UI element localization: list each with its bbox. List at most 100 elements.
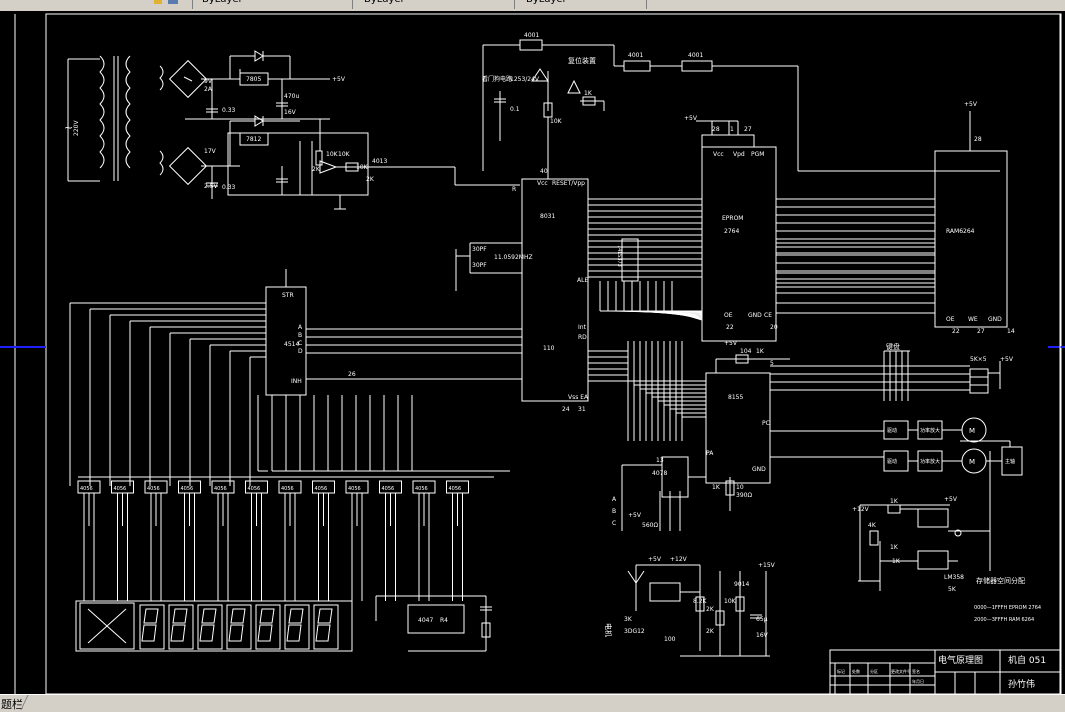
- svg-text:RD: RD: [578, 334, 587, 341]
- svg-text:STR: STR: [282, 292, 294, 299]
- svg-text:CE: CE: [764, 312, 772, 319]
- svg-text:2000—3FFFH RAM 6264: 2000—3FFFH RAM 6264: [974, 617, 1034, 623]
- color-combo[interactable]: ByLayer: [196, 0, 353, 9]
- svg-text:8031: 8031: [540, 213, 555, 220]
- svg-text:1K: 1K: [584, 90, 593, 97]
- svg-text:5: 5: [770, 360, 774, 367]
- svg-text:OE: OE: [724, 312, 733, 319]
- sensor-circuit: +5V +12V +15V 8.2K 2K 2K 10K 9014 3K 3DG…: [604, 556, 776, 657]
- motor-2: 驱动 功率放大 M 主轴: [770, 440, 1023, 476]
- svg-text:+5V: +5V: [684, 115, 698, 122]
- svg-text:INH: INH: [291, 378, 302, 385]
- svg-text:ALE: ALE: [577, 277, 588, 284]
- svg-text:签名: 签名: [912, 668, 920, 674]
- svg-text:看门狗电路: 看门狗电路: [482, 75, 512, 83]
- digit-cell: [139, 604, 165, 650]
- svg-text:390Ω: 390Ω: [736, 492, 752, 499]
- status-label: 题栏: [1, 698, 23, 711]
- svg-text:+12V: +12V: [852, 506, 870, 513]
- svg-text:RESET/Vpp: RESET/Vpp: [552, 180, 585, 187]
- svg-text:复位装置: 复位装置: [568, 56, 596, 65]
- svg-text:功率放大: 功率放大: [920, 458, 940, 465]
- svg-text:2A: 2A: [204, 86, 213, 93]
- layer-state-icon[interactable]: [146, 0, 193, 9]
- svg-text:+12V: +12V: [670, 556, 688, 563]
- svg-text:4078: 4078: [652, 470, 667, 477]
- svg-text:65μ: 65μ: [756, 616, 768, 623]
- display-frame: [79, 602, 135, 650]
- svg-text:Vcc: Vcc: [713, 151, 724, 158]
- svg-text:4001: 4001: [628, 52, 643, 59]
- svg-text:74LS373: 74LS373: [616, 245, 622, 267]
- driver-4514: STR 4514 A B C D INH 26: [265, 269, 522, 396]
- svg-text:28: 28: [712, 126, 720, 133]
- svg-text:存储器空间分配: 存储器空间分配: [976, 576, 1025, 585]
- svg-text:驱动: 驱动: [887, 427, 897, 434]
- svg-text:GND: GND: [748, 312, 762, 319]
- svg-text:GND: GND: [988, 316, 1002, 323]
- lineweight-combo[interactable]: ByLayer: [520, 0, 647, 9]
- svg-text:3DG12: 3DG12: [624, 628, 645, 635]
- svg-text:Vss EA: Vss EA: [568, 394, 589, 401]
- svg-text:7805: 7805: [246, 76, 261, 83]
- data-bus: [599, 242, 935, 321]
- svg-text:1: 1: [730, 126, 734, 133]
- buffer-label: 4056: [248, 486, 261, 492]
- mcu-8031: Vcc RESET/Vpp 8031 ALE Vss EA Int RD 40 …: [455, 168, 589, 413]
- svg-text:R: R: [512, 186, 516, 193]
- svg-text:+5V: +5V: [332, 76, 346, 83]
- svg-text:PC: PC: [762, 420, 770, 427]
- svg-text:10K: 10K: [326, 151, 339, 158]
- svg-text:PGM: PGM: [751, 151, 764, 158]
- buffer-label: 4056: [382, 486, 395, 492]
- svg-text:B: B: [298, 332, 302, 339]
- svg-text:+5V: +5V: [944, 496, 958, 503]
- svg-text:30PF: 30PF: [472, 246, 487, 253]
- svg-text:2K: 2K: [706, 606, 715, 613]
- buffer-label: 4056: [214, 486, 227, 492]
- svg-text:功率放大: 功率放大: [920, 427, 940, 434]
- svg-text:4001: 4001: [688, 52, 703, 59]
- svg-text:8155: 8155: [728, 394, 743, 401]
- io-8155: 8155 +5V 104 1K PA PC GND 5: [705, 340, 790, 484]
- opto-section: +12V +5V 1K 4K 1K 1K 5K LM358: [852, 451, 991, 593]
- drawing-canvas[interactable]: ~ 220V 7805 +5V 0.33 9V 2A 470u 16V: [0, 11, 1065, 694]
- seven-seg-display: [75, 600, 353, 652]
- sheet-border: [45, 13, 1062, 694]
- svg-text:+5V: +5V: [964, 101, 978, 108]
- svg-text:年月日: 年月日: [912, 678, 924, 684]
- svg-text:0.33: 0.33: [222, 184, 236, 191]
- svg-text:13: 13: [656, 457, 664, 464]
- svg-text:驱动: 驱动: [887, 458, 897, 465]
- sheet-number: 机自 051: [1008, 654, 1046, 666]
- svg-text:+5V: +5V: [724, 340, 738, 347]
- svg-text:2K: 2K: [312, 166, 321, 173]
- svg-text:4514: 4514: [284, 341, 299, 348]
- svg-text:470u: 470u: [284, 93, 299, 100]
- svg-text:C: C: [612, 520, 616, 527]
- svg-text:17V: 17V: [204, 148, 217, 155]
- latch-74ls373: 74LS373: [616, 238, 639, 282]
- buffer-label: 4056: [114, 486, 127, 492]
- svg-text:7812: 7812: [246, 136, 261, 143]
- svg-text:9014: 9014: [734, 581, 749, 588]
- address-bus: [588, 198, 935, 288]
- digit-cell: [284, 604, 310, 650]
- svg-text:14: 14: [1007, 328, 1015, 335]
- svg-text:~: ~: [64, 121, 73, 134]
- linetype-combo[interactable]: ByLayer: [358, 0, 515, 9]
- svg-text:560Ω: 560Ω: [642, 522, 658, 529]
- svg-text:5K×5: 5K×5: [970, 356, 987, 363]
- buffer-label: 4056: [147, 486, 160, 492]
- svg-text:2K: 2K: [366, 176, 375, 183]
- svg-text:4001: 4001: [524, 32, 539, 39]
- motor-1: 驱动 功率放大 M: [770, 417, 987, 443]
- svg-text:27: 27: [977, 328, 985, 335]
- svg-text:M: M: [969, 427, 975, 435]
- svg-text:M: M: [969, 458, 975, 466]
- svg-text:104: 104: [740, 348, 752, 355]
- svg-text:主轴: 主轴: [1005, 458, 1015, 465]
- title-block: 电气原理图 机自 051 孙竹伟 标记 处数 分区 更改文件号 签名 年月日: [829, 649, 1061, 694]
- svg-text:+5V: +5V: [648, 556, 662, 563]
